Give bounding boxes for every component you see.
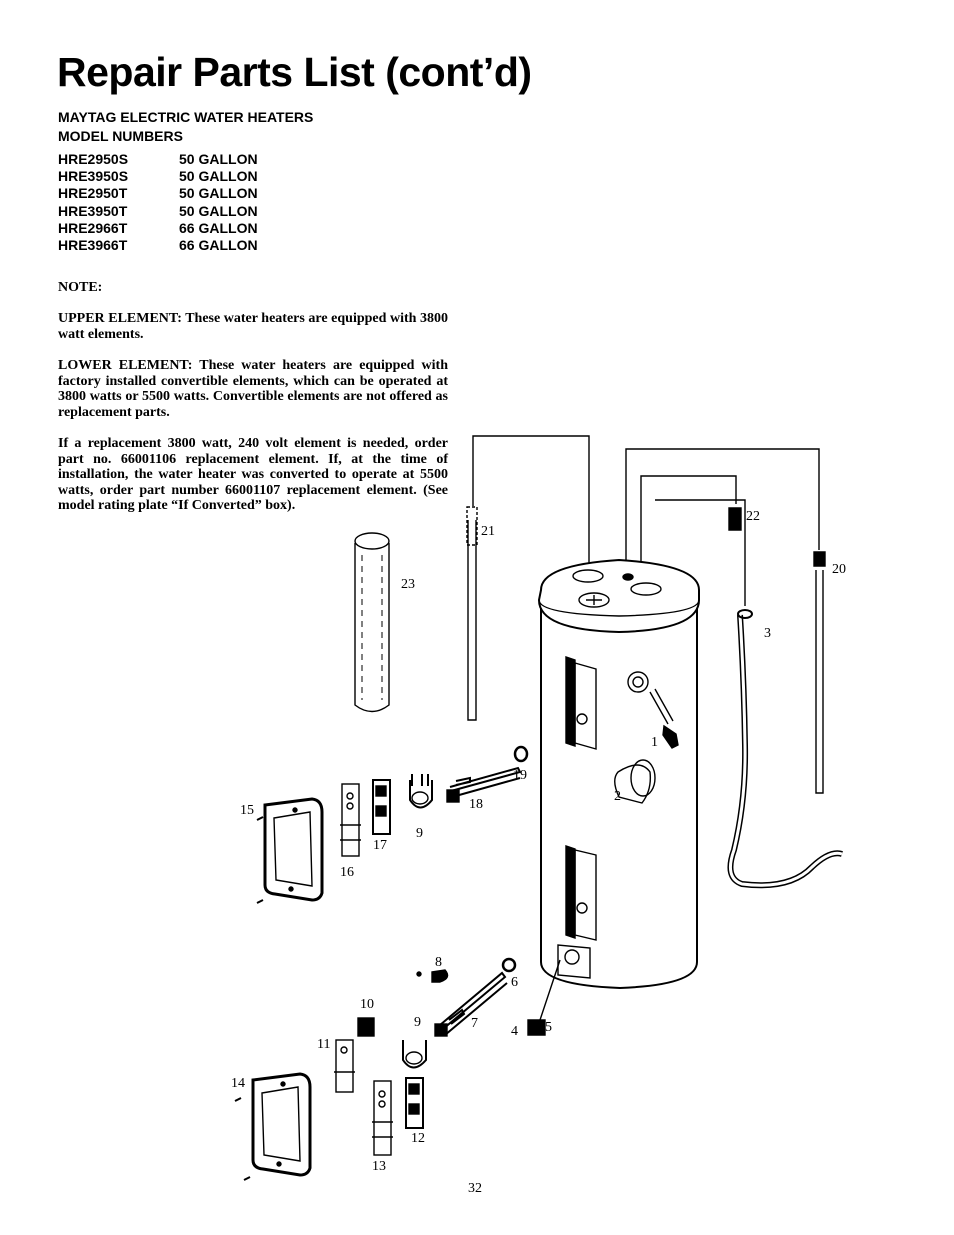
leader-line-22 (640, 475, 737, 585)
model-capacity: 50 GALLON (179, 185, 258, 202)
page-title: Repair Parts List (cont’d) (57, 49, 532, 95)
model-row: HRE3950S 50 GALLON (58, 168, 258, 185)
callout-10: 10 (360, 997, 374, 1012)
callout-11: 11 (317, 1037, 331, 1052)
note-heading: NOTE: (58, 280, 103, 295)
water-heater-tank (537, 558, 700, 990)
leader-line-3 (655, 499, 746, 606)
model-capacity: 50 GALLON (179, 151, 258, 167)
callout-21: 21 (481, 524, 495, 539)
callout-16: 16 (340, 865, 354, 880)
model-number: HRE3950T (58, 202, 128, 219)
callout-4: 4 (511, 1024, 518, 1039)
callout-2: 2 (614, 789, 621, 804)
note-lower-element: LOWER ELEMENT: These water heaters are e… (58, 358, 448, 420)
note-upper-element: UPPER ELEMENT: These water heaters are e… (58, 311, 448, 342)
callout-17: 17 (373, 838, 387, 853)
subtitle-brand: MAYTAG ELECTRIC WATER HEATERS (58, 109, 314, 125)
model-row: HRE3950T 50 GALLON (58, 203, 258, 220)
model-number: HRE2950T (58, 185, 128, 202)
model-row: HRE2950S 50 GALLON (58, 151, 258, 168)
callout-15: 15 (240, 803, 254, 818)
callout-6: 6 (511, 975, 518, 990)
callout-3: 3 (764, 626, 771, 641)
callout-14: 14 (231, 1076, 245, 1091)
model-number: HRE3950S (58, 168, 129, 185)
model-row: HRE3966T 66 GALLON (58, 237, 258, 254)
leader-line-21 (472, 435, 590, 574)
model-number: HRE2966T (58, 219, 128, 236)
page-number: 32 (468, 1181, 482, 1196)
callout-8: 8 (435, 955, 442, 970)
leader-line-20 (625, 448, 820, 576)
callout-5: 5 (545, 1020, 552, 1035)
model-number: HRE2950S (58, 151, 129, 167)
model-number: HRE3966T (58, 236, 128, 253)
note-replacement-element: If a replacement 3800 watt, 240 volt ele… (58, 436, 448, 514)
model-capacity: 66 GALLON (179, 236, 258, 253)
model-row: HRE2950T 50 GALLON (58, 185, 258, 202)
model-list: HRE2950S 50 GALLON HRE3950S 50 GALLON HRE2… (58, 151, 258, 254)
callout-23: 23 (401, 577, 415, 592)
callout-20: 20 (832, 562, 846, 577)
model-capacity: 66 GALLON (179, 219, 258, 236)
model-capacity: 50 GALLON (179, 202, 258, 219)
callout-1: 1 (651, 735, 658, 750)
callout-22: 22 (746, 509, 760, 524)
callout-13: 13 (372, 1159, 386, 1174)
callout-12: 12 (411, 1131, 425, 1146)
callout-9-lower: 9 (414, 1015, 421, 1030)
callout-9-upper: 9 (416, 826, 423, 841)
callout-7: 7 (471, 1016, 478, 1031)
model-row: HRE2966T 66 GALLON (58, 220, 258, 237)
callout-18: 18 (469, 797, 483, 812)
callout-19: 19 (513, 768, 527, 783)
subtitle-model-numbers: MODEL NUMBERS (58, 128, 183, 144)
model-capacity: 50 GALLON (179, 168, 258, 185)
part-23-tube (354, 532, 390, 713)
